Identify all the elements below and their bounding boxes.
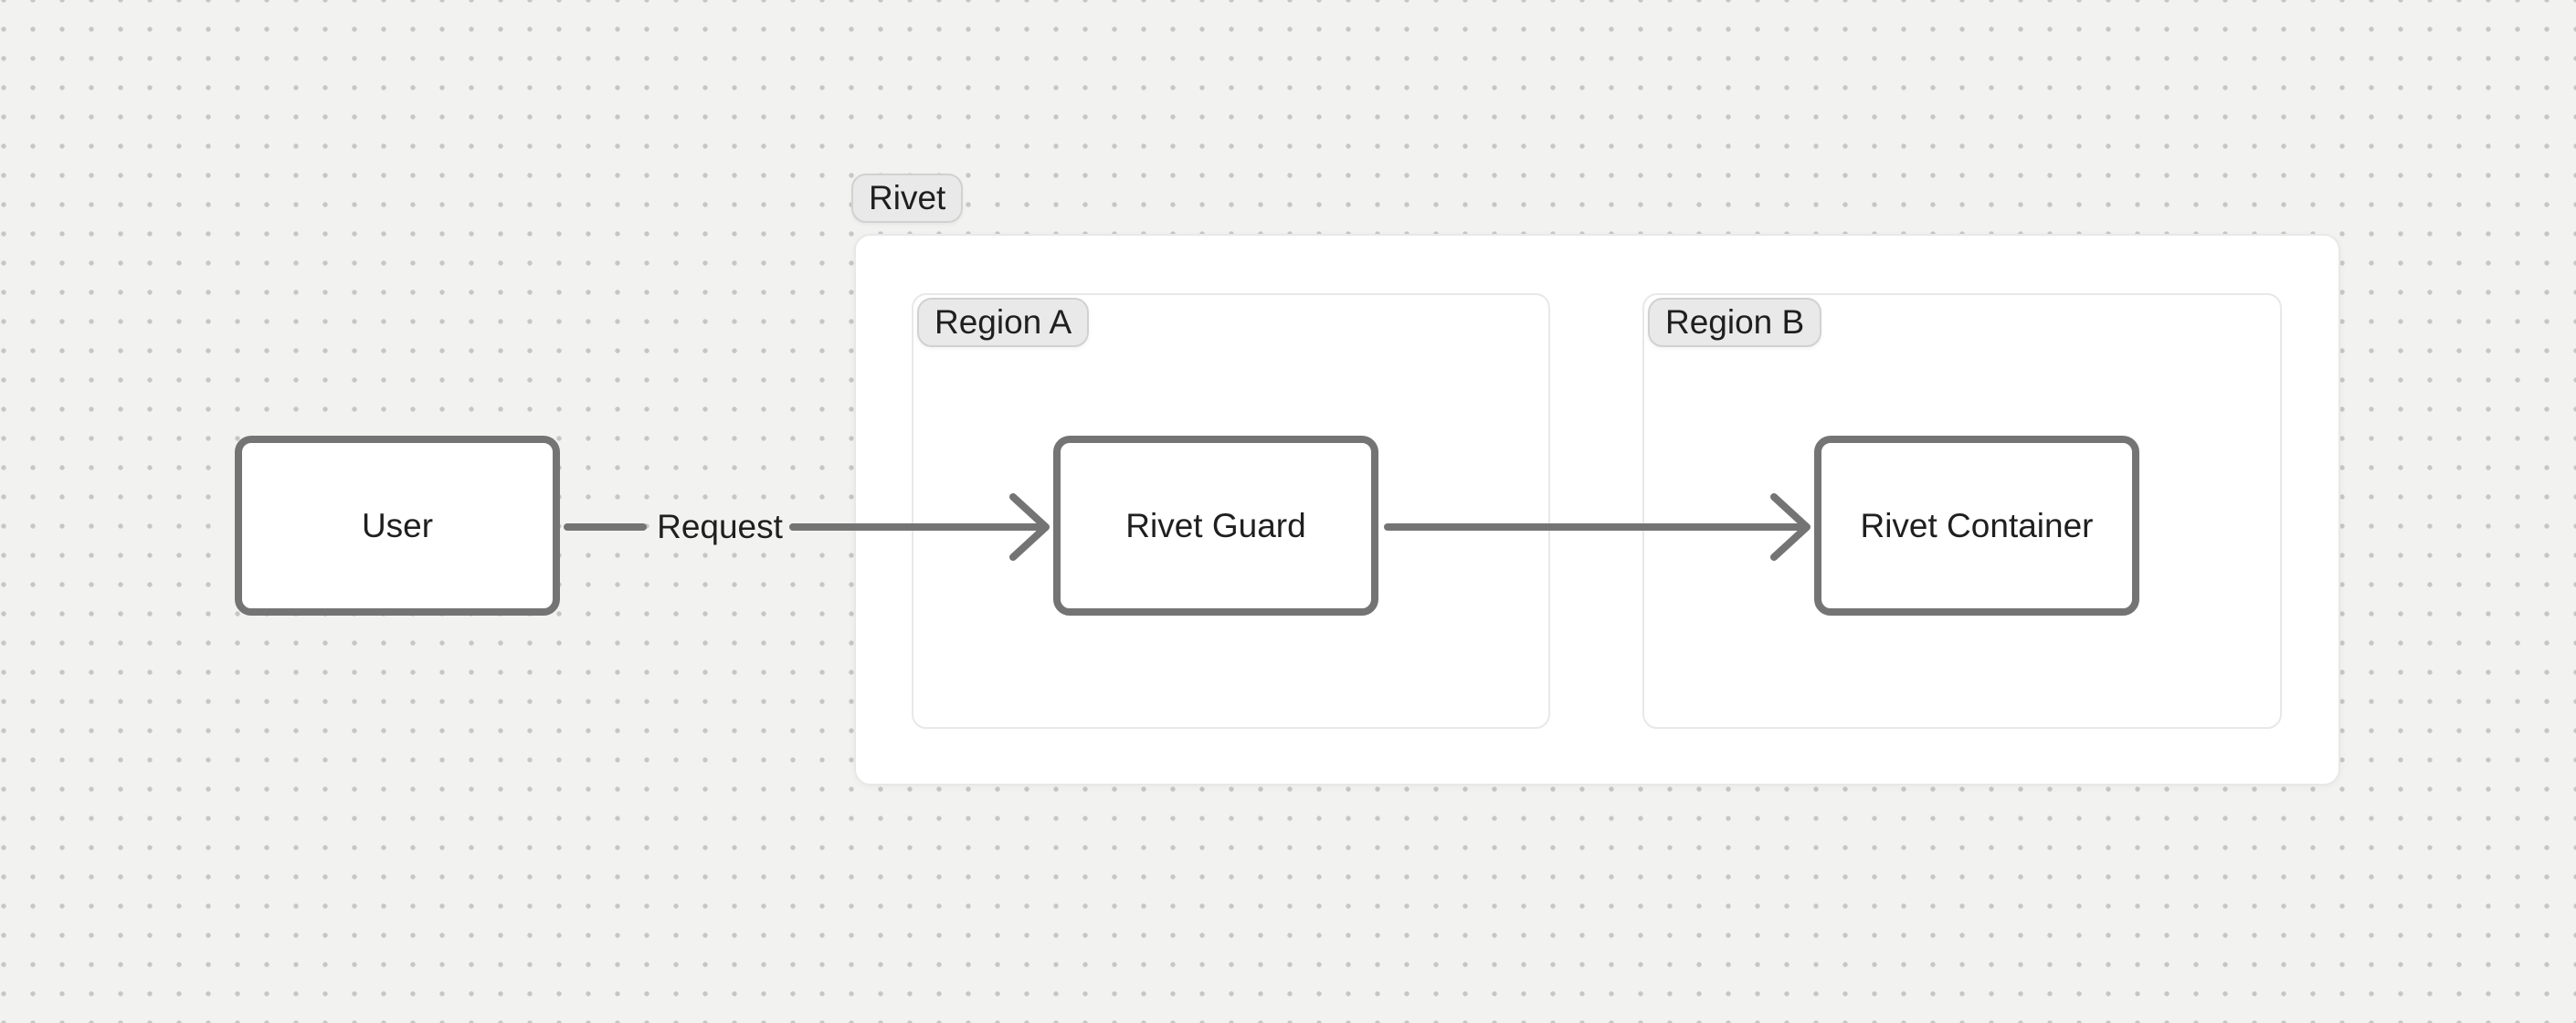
edge-request-label: Request [651, 506, 788, 548]
rivet-frame-label: Rivet [851, 174, 964, 223]
region-a-frame-label: Region A [917, 298, 1090, 347]
node-rivet-container: Rivet Container [1814, 436, 2139, 616]
node-user-label: User [361, 506, 434, 544]
region-b-frame-label: Region B [1648, 298, 1822, 347]
node-rivet-container-label: Rivet Container [1860, 506, 2094, 544]
node-rivet-guard: Rivet Guard [1053, 436, 1378, 616]
node-rivet-guard-label: Rivet Guard [1125, 506, 1306, 544]
node-user: User [235, 436, 560, 616]
